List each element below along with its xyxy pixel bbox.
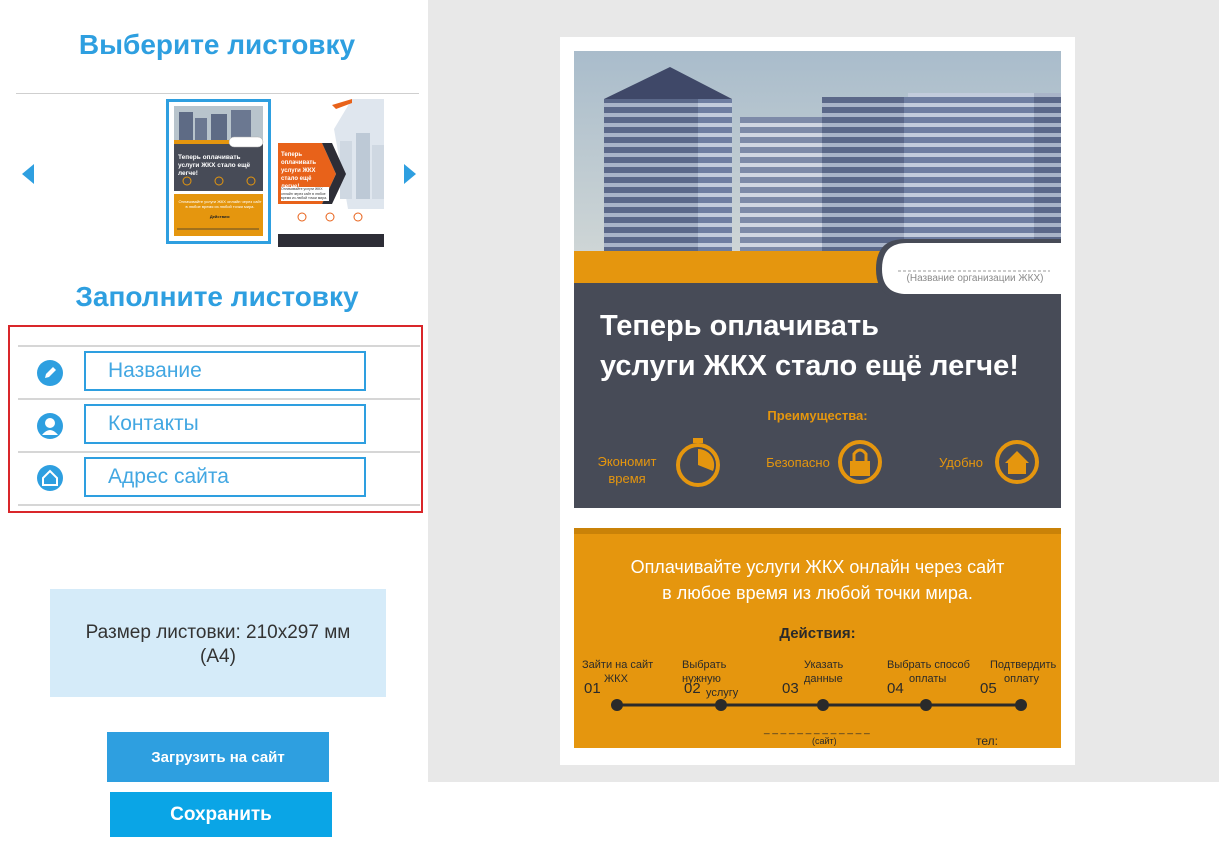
pencil-icon bbox=[37, 360, 63, 386]
save-button[interactable]: Сохранить bbox=[110, 792, 332, 837]
divider bbox=[16, 93, 419, 94]
flyer-thumbnail-2[interactable]: Теперь оплачивать услуги ЖКХ стало ещё л… bbox=[278, 99, 384, 247]
size-line-1: Размер листовки: 210x297 мм bbox=[85, 622, 351, 643]
advantage-convenient: Удобно bbox=[939, 455, 983, 470]
step-line: данные bbox=[804, 673, 843, 685]
step-line: Указать bbox=[804, 659, 844, 671]
step-number: 02 bbox=[684, 680, 701, 697]
carousel-prev-arrow-icon[interactable] bbox=[22, 164, 34, 184]
form-row-divider bbox=[18, 345, 420, 347]
step-number: 03 bbox=[782, 680, 799, 697]
fill-flyer-title: Заполните листовку bbox=[75, 281, 359, 312]
home-icon bbox=[37, 465, 63, 491]
flyer-title-line-2: услуги ЖКХ стало ещё легче! bbox=[600, 350, 1019, 382]
step-label: Выбрать нужную услугу bbox=[682, 658, 768, 700]
form-row-divider bbox=[18, 398, 420, 400]
form-row-divider bbox=[18, 504, 420, 506]
site-label: (сайт) bbox=[812, 736, 837, 746]
contacts-input[interactable] bbox=[84, 404, 366, 444]
phone-label: тел: bbox=[976, 734, 998, 748]
step-line: ЖКХ bbox=[604, 673, 628, 685]
step-label: Выбрать способ оплаты bbox=[887, 658, 971, 686]
website-input[interactable] bbox=[84, 457, 366, 497]
thumbnail-1-preview bbox=[173, 105, 264, 238]
thumbnail-1-title: Теперь оплачивать услуги ЖКХ стало ещё л… bbox=[178, 154, 251, 177]
user-icon bbox=[37, 413, 63, 439]
thumbnail-2-small-text: Оплачивайте услуги ЖКХ онлайн через сайт… bbox=[281, 187, 329, 201]
advantage-safe: Безопасно bbox=[766, 455, 830, 470]
advantage-label: время bbox=[608, 471, 646, 486]
actions-title: Действия: bbox=[779, 625, 856, 642]
step-line: оплаты bbox=[909, 673, 947, 685]
step-line: услугу bbox=[706, 687, 739, 699]
thumbnail-1-bottom-text: Оплачивайте услуги ЖКХ онлайн через сайт… bbox=[178, 199, 262, 209]
editor-sidebar: Выберите листовку Теперь оплачивать услу… bbox=[0, 0, 428, 846]
step-label: Указать данные bbox=[804, 658, 864, 686]
online-payment-text: Оплачивайте услуги ЖКХ онлайн через сайт… bbox=[560, 554, 1075, 606]
flyer-form bbox=[8, 325, 423, 513]
step-label: Зайти на сайт ЖКХ bbox=[582, 658, 656, 686]
online-line-2: в любое время из любой точки мира. bbox=[662, 583, 973, 603]
carousel-next-arrow-icon[interactable] bbox=[404, 164, 416, 184]
online-line-1: Оплачивайте услуги ЖКХ онлайн через сайт bbox=[630, 557, 1005, 577]
upload-to-site-button[interactable]: Загрузить на сайт bbox=[107, 732, 329, 782]
step-label: Подтвердить оплату bbox=[990, 658, 1060, 686]
step-line: Подтвердить bbox=[990, 659, 1057, 671]
step-number: 04 bbox=[887, 680, 904, 697]
step-line: оплату bbox=[1004, 673, 1040, 685]
choose-flyer-title: Выберите листовку bbox=[78, 29, 356, 60]
step-line: Выбрать нужную bbox=[682, 659, 727, 685]
flyer-title-line-1: Теперь оплачивать bbox=[600, 310, 879, 342]
organization-name-placeholder: (Название организации ЖКХ) bbox=[906, 273, 1044, 284]
flyer-size-info: Размер листовки: 210x297 мм (A4) bbox=[50, 589, 386, 697]
flyer-preview: (Название организации ЖКХ) Теперь оплачи… bbox=[560, 37, 1075, 765]
name-input[interactable] bbox=[84, 351, 366, 391]
step-number: 05 bbox=[980, 680, 997, 697]
form-row-divider bbox=[18, 451, 420, 453]
step-line: Выбрать способ bbox=[887, 659, 970, 671]
advantage-save-time: Экономит время bbox=[590, 453, 664, 487]
thumbnail-1-actions: Действия: bbox=[209, 214, 231, 219]
flyer-graphics bbox=[574, 51, 1061, 748]
advantage-label: Экономит bbox=[597, 454, 657, 469]
size-line-2: (A4) bbox=[200, 646, 236, 667]
step-number: 01 bbox=[584, 680, 601, 697]
thumbnail-2-title: Теперь оплачивать услуги ЖКХ стало ещё л… bbox=[281, 152, 317, 190]
flyer-thumbnail-1[interactable]: Теперь оплачивать услуги ЖКХ стало ещё л… bbox=[166, 99, 271, 244]
site-dashes: _ _ _ _ _ _ _ _ _ _ _ _ _ bbox=[764, 724, 870, 735]
advantages-title: Преимущества: bbox=[767, 408, 868, 423]
step-line: Зайти на сайт bbox=[582, 659, 654, 671]
